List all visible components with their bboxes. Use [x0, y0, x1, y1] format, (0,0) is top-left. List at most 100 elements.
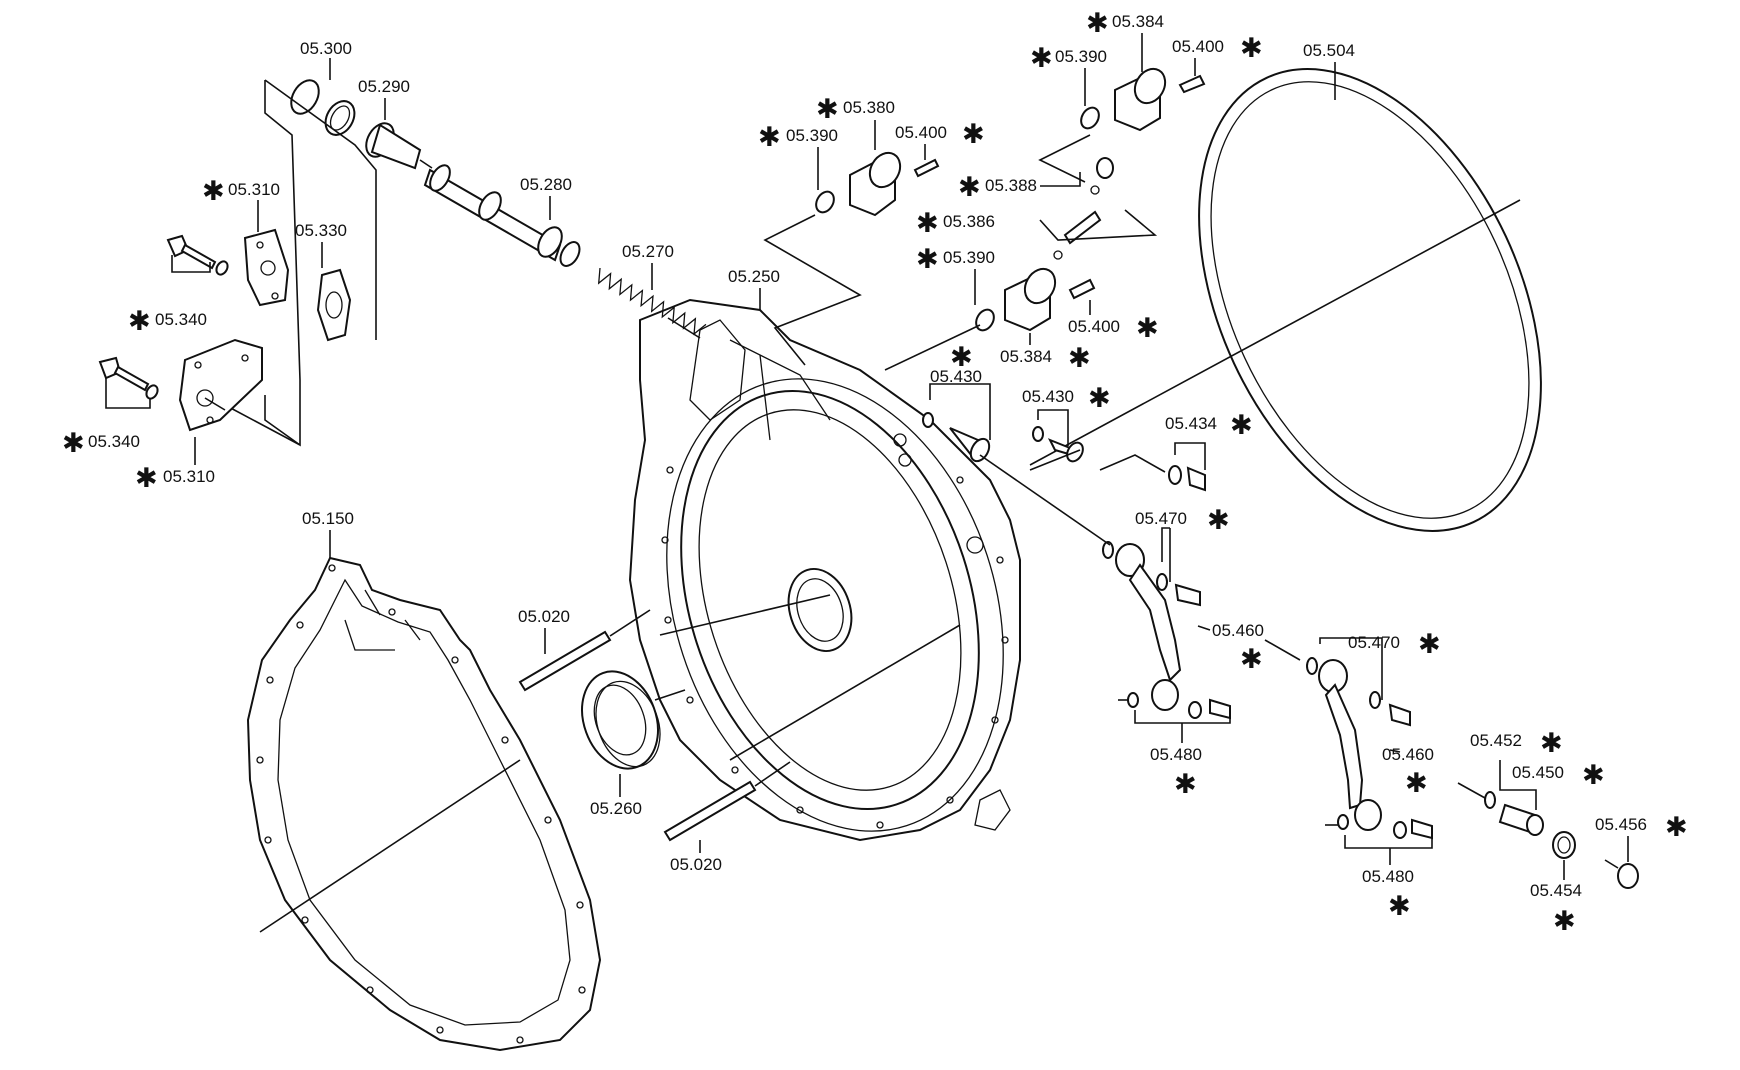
marker-05-400-mid: ✱	[1136, 313, 1159, 344]
dowel-pin-top	[518, 609, 651, 692]
fittings-05-480-lower	[1325, 814, 1433, 849]
fitting-05-380	[763, 151, 940, 366]
marker-05-454: ✱	[1553, 906, 1576, 937]
fitting-05-384-mid	[884, 267, 1096, 371]
nut-05-456	[1604, 859, 1639, 889]
gasket-05-150	[246, 556, 602, 1052]
part-labels: 05.300 05.290 05.280 05.270 ✱ 05.310 05.…	[62, 8, 1688, 937]
marker-05-390-left: ✱	[758, 122, 781, 153]
plug-05-434	[1099, 442, 1206, 492]
marker-05-386: ✱	[916, 208, 939, 239]
dowel-pin-bottom	[663, 761, 791, 842]
cover-plate-05-310-lower	[178, 338, 263, 432]
label-05-480-upper: 05.480	[1150, 745, 1202, 764]
label-05-260: 05.260	[590, 799, 642, 818]
ring-set-05-300	[290, 79, 356, 136]
marker-05-310-lower: ✱	[135, 463, 158, 494]
label-05-400-left: 05.400	[895, 123, 947, 142]
marker-05-384-mid: ✱	[1068, 343, 1091, 374]
pipe-05-460-lower	[1264, 637, 1411, 831]
label-05-454: 05.454	[1530, 881, 1582, 900]
label-05-390-left: 05.390	[786, 126, 838, 145]
pipe-05-460-upper	[979, 454, 1211, 711]
cover-plate-05-310-upper	[243, 228, 290, 307]
marker-05-430-left: ✱	[950, 342, 973, 373]
label-05-430-right: 05.430	[1022, 387, 1074, 406]
label-05-456: 05.456	[1595, 815, 1647, 834]
marker-05-400-top: ✱	[1240, 33, 1263, 64]
marker-05-470-lower: ✱	[1418, 629, 1441, 660]
label-05-384-top: 05.384	[1112, 12, 1164, 31]
sensor-05-388	[1090, 157, 1114, 195]
label-05-460-lower: 05.460	[1382, 745, 1434, 764]
sensor-05-430-right	[1029, 409, 1084, 471]
marker-05-310-upper: ✱	[202, 176, 225, 207]
marker-05-340-lower: ✱	[62, 428, 85, 459]
label-05-470-upper: 05.470	[1135, 509, 1187, 528]
valve-05-450	[1457, 760, 1544, 836]
label-05-480-lower: 05.480	[1362, 867, 1414, 886]
label-05-330: 05.330	[295, 221, 347, 240]
marker-05-340-upper: ✱	[128, 306, 151, 337]
label-05-470-lower: 05.470	[1348, 633, 1400, 652]
bracket-lines-left	[224, 79, 377, 447]
piston-05-280	[423, 164, 581, 267]
seal-05-260	[581, 670, 686, 770]
label-05-384-mid: 05.384	[1000, 347, 1052, 366]
cap-05-454	[1552, 831, 1576, 859]
label-05-400-mid: 05.400	[1068, 317, 1120, 336]
label-05-400-top: 05.400	[1172, 37, 1224, 56]
marker-05-390-mid: ✱	[916, 244, 939, 275]
sensor-05-386	[1039, 209, 1158, 260]
label-05-450: 05.450	[1512, 763, 1564, 782]
label-05-280: 05.280	[520, 175, 572, 194]
fitting-05-384-top	[1038, 67, 1206, 183]
plunger-05-290	[365, 122, 433, 170]
marker-05-380: ✱	[816, 94, 839, 125]
label-05-434: 05.434	[1165, 414, 1217, 433]
marker-05-434: ✱	[1230, 410, 1253, 441]
label-05-150: 05.150	[302, 509, 354, 528]
label-05-250: 05.250	[728, 267, 780, 286]
label-05-020-lower: 05.020	[670, 855, 722, 874]
label-05-430-left: 05.430	[930, 367, 982, 386]
gasket-05-330	[316, 268, 352, 342]
marker-05-400-left: ✱	[962, 119, 985, 150]
label-05-340-upper: 05.340	[155, 310, 207, 329]
label-05-380: 05.380	[843, 98, 895, 117]
marker-05-480-lower: ✱	[1388, 891, 1411, 922]
marker-05-460-lower: ✱	[1405, 768, 1428, 799]
label-05-300: 05.300	[300, 39, 352, 58]
marker-05-452: ✱	[1540, 728, 1563, 759]
label-05-020-upper: 05.020	[518, 607, 570, 626]
label-05-310-upper: 05.310	[228, 180, 280, 199]
marker-05-450: ✱	[1582, 760, 1605, 791]
spring-05-270	[597, 267, 707, 339]
marker-05-470-upper: ✱	[1207, 505, 1230, 536]
housing-05-250	[628, 298, 1021, 842]
label-05-460-upper: 05.460	[1212, 621, 1264, 640]
marker-05-390-top: ✱	[1030, 43, 1053, 74]
marker-05-460-upper: ✱	[1240, 644, 1263, 675]
marker-05-384-top: ✱	[1086, 8, 1109, 39]
label-05-390-top: 05.390	[1055, 47, 1107, 66]
label-05-390-mid: 05.390	[943, 248, 995, 267]
marker-05-430-right: ✱	[1088, 383, 1111, 414]
label-05-270: 05.270	[622, 242, 674, 261]
marker-05-388: ✱	[958, 172, 981, 203]
marker-05-480-upper: ✱	[1174, 769, 1197, 800]
bolt-05-340-lower	[98, 356, 159, 409]
marker-05-456: ✱	[1665, 812, 1688, 843]
fittings-05-480-upper	[1118, 692, 1231, 724]
label-05-388: 05.388	[985, 176, 1037, 195]
sensor-05-430-left	[922, 383, 991, 463]
label-05-310-lower: 05.310	[163, 467, 215, 486]
label-05-290: 05.290	[358, 77, 410, 96]
label-05-386: 05.386	[943, 212, 995, 231]
bolt-05-340-upper	[166, 234, 229, 276]
label-05-504: 05.504	[1303, 41, 1355, 60]
gasket-05-504	[1029, 68, 1542, 532]
label-05-340-lower: 05.340	[88, 432, 140, 451]
label-05-452: 05.452	[1470, 731, 1522, 750]
